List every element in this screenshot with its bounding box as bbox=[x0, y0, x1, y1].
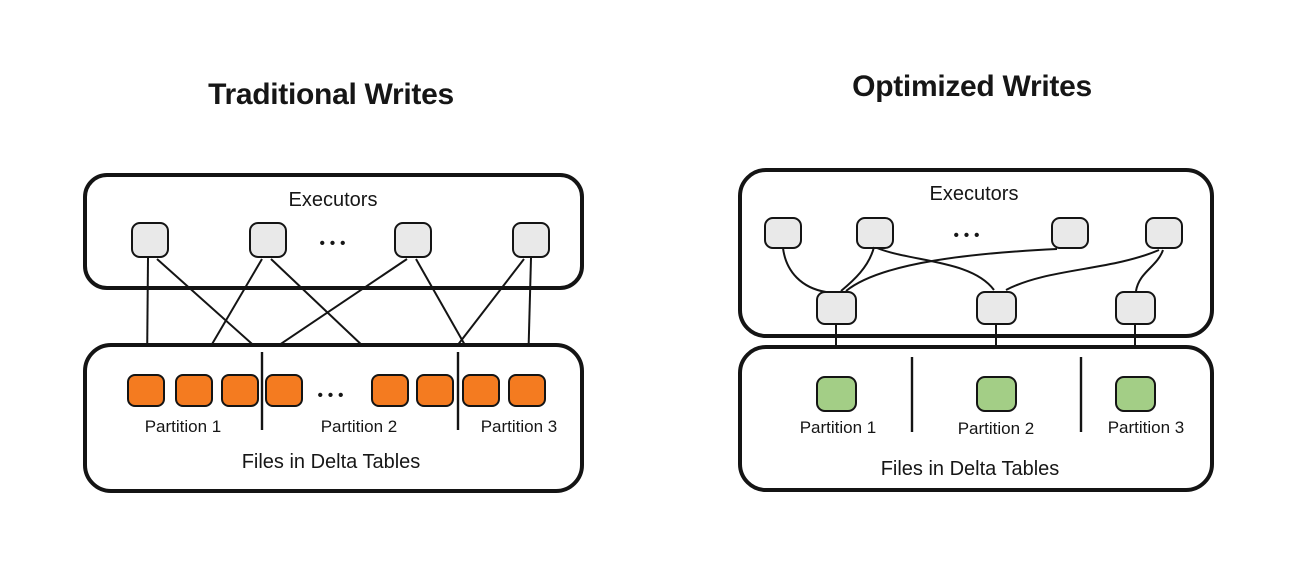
traditional-file-node-5 bbox=[371, 374, 409, 407]
optimized-executor-node-2 bbox=[856, 217, 894, 249]
traditional-files-ellipsis: ••• bbox=[318, 387, 349, 404]
optimized-file-node-2 bbox=[976, 376, 1017, 412]
traditional-partition-2-label: Partition 2 bbox=[321, 417, 398, 436]
traditional-file-node-8 bbox=[508, 374, 546, 407]
optimized-partition-1-label: Partition 1 bbox=[800, 418, 877, 437]
executor-node-3 bbox=[394, 222, 432, 258]
optimized-executors-ellipsis: ••• bbox=[954, 227, 985, 244]
traditional-file-node-4 bbox=[265, 374, 303, 407]
optimized-executor-node-4 bbox=[1145, 217, 1183, 249]
optimized-file-node-1 bbox=[816, 376, 857, 412]
optimized-writes-diagram: Optimized Writes Executors ••• Partition… bbox=[738, 70, 1214, 492]
optimized-files-box bbox=[738, 345, 1214, 492]
traditional-executors-label: Executors bbox=[289, 189, 378, 211]
optimized-executor-node-1 bbox=[764, 217, 802, 249]
optimized-title: Optimized Writes bbox=[852, 70, 1092, 103]
optimized-executors-box bbox=[738, 168, 1214, 338]
shuffle-curve-e2-w1 bbox=[840, 246, 875, 292]
executor-node-4 bbox=[512, 222, 550, 258]
shuffle-curve-e4-w2 bbox=[1005, 249, 1160, 291]
traditional-partition-3-label: Partition 3 bbox=[481, 417, 558, 436]
executor-node-1 bbox=[131, 222, 169, 258]
traditional-file-node-3 bbox=[221, 374, 259, 407]
optimized-file-node-3 bbox=[1115, 376, 1156, 412]
traditional-writes-diagram: Traditional Writes Executors ••• ••• Par… bbox=[83, 78, 584, 493]
traditional-executors-ellipsis: ••• bbox=[320, 235, 351, 252]
executor-node-2 bbox=[249, 222, 287, 258]
optimized-executor-node-3 bbox=[1051, 217, 1089, 249]
traditional-file-node-1 bbox=[127, 374, 165, 407]
shuffle-curve-e2-w2 bbox=[876, 247, 995, 291]
traditional-partition-1-label: Partition 1 bbox=[145, 417, 222, 436]
traditional-file-node-6 bbox=[416, 374, 454, 407]
writer-executor-node-2 bbox=[976, 291, 1017, 325]
traditional-title: Traditional Writes bbox=[208, 78, 454, 111]
optimized-executors-label: Executors bbox=[930, 183, 1019, 205]
traditional-file-node-2 bbox=[175, 374, 213, 407]
shuffle-curve-e3-w1 bbox=[845, 248, 1058, 292]
traditional-file-node-7 bbox=[462, 374, 500, 407]
optimized-partition-3-label: Partition 3 bbox=[1108, 418, 1185, 437]
writer-executor-node-3 bbox=[1115, 291, 1156, 325]
optimized-partition-2-label: Partition 2 bbox=[958, 419, 1035, 438]
writer-executor-node-1 bbox=[816, 291, 857, 325]
shuffle-curve-e4-w3 bbox=[1135, 249, 1164, 292]
shuffle-curve-e1-w1 bbox=[782, 247, 827, 293]
optimized-files-label: Files in Delta Tables bbox=[881, 458, 1060, 480]
traditional-executors-box bbox=[83, 173, 584, 290]
traditional-files-label: Files in Delta Tables bbox=[242, 451, 421, 473]
